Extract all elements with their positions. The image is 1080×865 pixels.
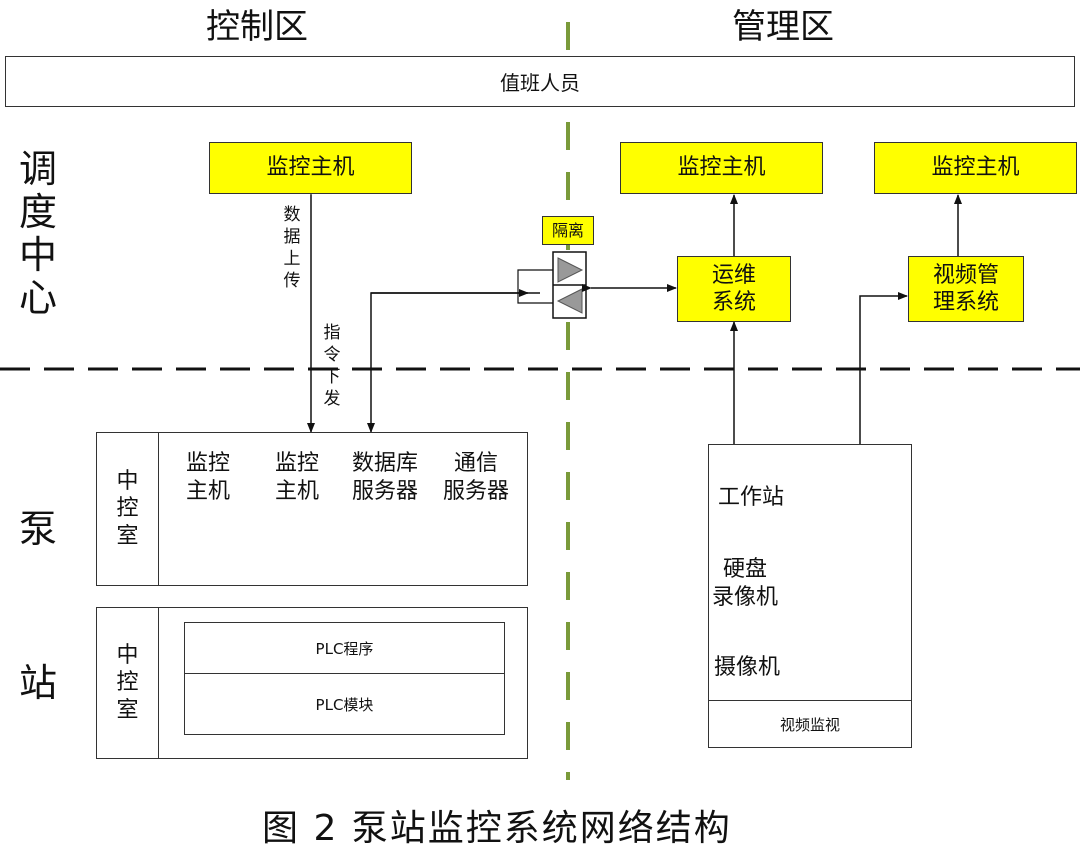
device-label-comm-server: 通信服务器 <box>442 451 509 504</box>
control-host-box: 监控主机 <box>209 142 412 194</box>
management-zone-title: 管理区 <box>732 7 834 47</box>
duty-staff-bar: 值班人员 <box>5 56 1075 107</box>
command-arrow-path <box>367 292 540 433</box>
camera-label: 摄像机 <box>714 655 781 680</box>
plc-module-box: PLC模块 <box>184 673 505 735</box>
mgmt-host-box-2: 监控主机 <box>874 142 1077 194</box>
command-down-label: 指令 下发 <box>323 323 341 410</box>
data-upload-label: 数据 上传 <box>283 205 301 292</box>
device-label-db-server: 数据库服务器 <box>351 451 418 504</box>
ops-system-box: 运维系统 <box>677 256 791 322</box>
nvr-label: 硬盘录像机 <box>712 557 779 610</box>
device-label-monitor-host-2: 监控主机 <box>274 451 319 504</box>
workstation-label: 工作站 <box>718 485 785 510</box>
pump-station-label: 泵 站 <box>18 507 57 705</box>
video-mgmt-system-box: 视频管理系统 <box>908 256 1024 322</box>
isolation-device <box>517 251 587 319</box>
control-zone-title: 控制区 <box>206 7 308 47</box>
video-monitoring-label-box: 视频监视 <box>708 700 912 748</box>
dispatch-center-label: 调 度 中 心 <box>18 147 57 320</box>
isolation-label: 隔离 <box>542 216 594 245</box>
device-label-monitor-host-1: 监控主机 <box>185 451 230 504</box>
video-surveillance-box <box>708 444 912 748</box>
control-room-top: 中 控 室 <box>96 432 528 586</box>
mgmt-host-box-1: 监控主机 <box>620 142 823 194</box>
figure-caption: 图 2 泵站监控系统网络结构 <box>262 808 732 849</box>
duty-staff-label: 值班人员 <box>500 71 580 95</box>
plc-program-box: PLC程序 <box>184 622 505 674</box>
